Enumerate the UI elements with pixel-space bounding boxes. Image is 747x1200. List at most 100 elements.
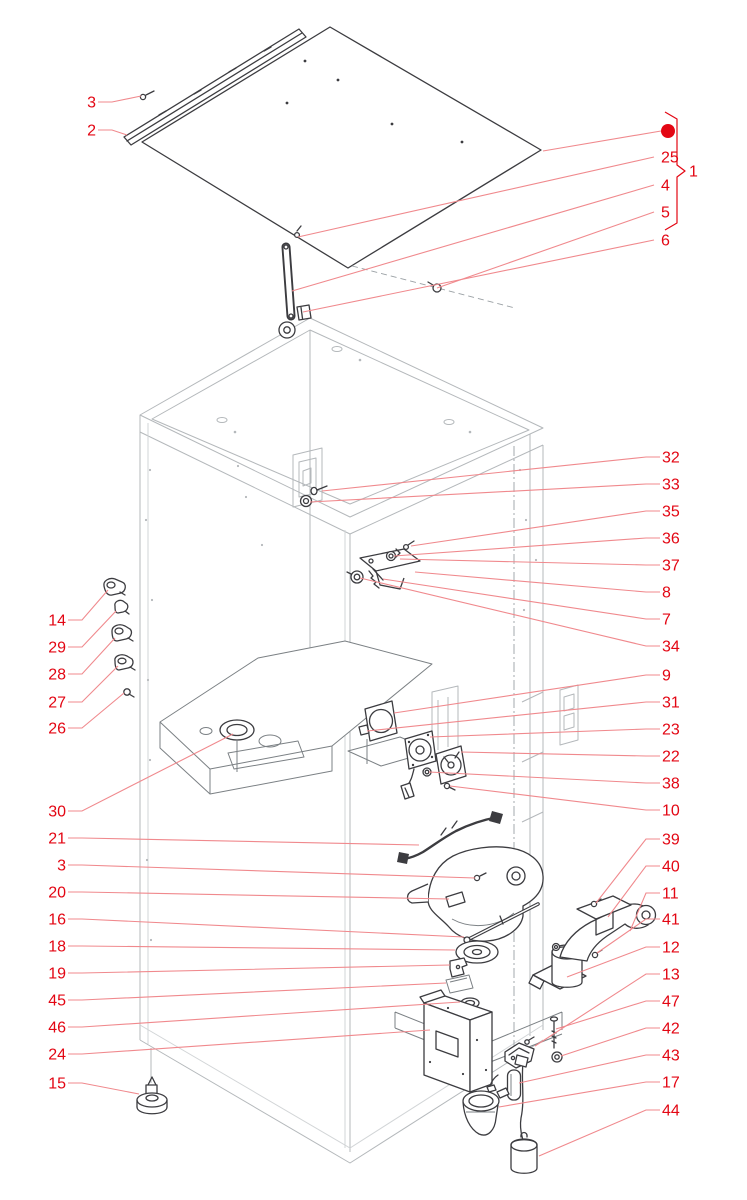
leader-line-43	[518, 1054, 660, 1084]
leader-line-35	[410, 510, 660, 547]
cabinet-body	[139, 317, 579, 1164]
callout-8: 8	[662, 585, 671, 602]
callout-7: 7	[662, 612, 671, 629]
panel-grommet	[299, 494, 313, 508]
arm-screw-upper	[590, 900, 598, 908]
callout-12: 12	[662, 940, 680, 957]
callout-20: 20	[48, 885, 66, 902]
callout-11: 11	[662, 886, 679, 903]
callout-24: 24	[48, 1047, 66, 1064]
leveling-foot	[136, 1076, 168, 1115]
bracket-screw	[402, 543, 410, 551]
callout-27: 27	[48, 695, 66, 712]
leader-line-46	[68, 1001, 461, 1028]
leader-line-10	[449, 785, 660, 811]
callout-42: 42	[662, 1021, 680, 1038]
leader-line-28	[68, 637, 116, 675]
callout-4: 4	[661, 178, 670, 195]
callout-45: 45	[48, 993, 66, 1010]
leader-line-29	[68, 610, 117, 648]
bracket-brace	[664, 111, 686, 231]
fan-screw	[443, 782, 451, 790]
shroud-screw	[473, 874, 481, 882]
leader-line-3-top	[98, 95, 142, 103]
leader-line-27	[68, 665, 119, 703]
long-screw	[549, 1016, 559, 1049]
chassis-box	[394, 989, 563, 1093]
leader-line-dot-1	[542, 130, 662, 152]
leader-line-39	[595, 838, 660, 904]
leader-line-44	[538, 1109, 660, 1157]
rail-screw	[139, 93, 147, 101]
dispenser-shroud	[406, 846, 544, 942]
spring	[368, 570, 380, 589]
callout-10: 10	[662, 803, 680, 820]
leader-lines	[68, 95, 662, 1157]
leader-line-33	[309, 483, 660, 503]
callout-40: 40	[662, 859, 680, 876]
float-weight	[510, 1131, 538, 1174]
float-cable	[519, 1062, 524, 1142]
callout-29: 29	[48, 640, 66, 657]
group-bracket-1: 1	[664, 111, 698, 231]
thermo-bracket-cluster	[299, 485, 421, 590]
leader-line-26	[68, 692, 125, 729]
leader-line-16	[68, 918, 465, 938]
callout-14: 14	[48, 613, 66, 630]
arm-screw-lower	[591, 951, 599, 959]
leader-line-30	[68, 733, 234, 812]
callout-2: 2	[87, 123, 96, 140]
leader-line-2	[98, 129, 128, 136]
callout-41: 41	[662, 912, 680, 929]
panel-screw	[310, 486, 318, 496]
fan-guard	[435, 745, 467, 785]
leader-line-37	[399, 558, 660, 566]
leader-line-9	[393, 674, 660, 714]
leader-line-36	[393, 537, 660, 557]
leader-line-5	[436, 211, 655, 289]
callout-3-top: 3	[87, 95, 96, 112]
spacer-sleeve	[506, 1069, 522, 1101]
leader-line-15	[68, 1082, 140, 1095]
leader-line-34	[359, 577, 660, 647]
leader-line-7	[382, 578, 660, 620]
callout-38: 38	[662, 776, 680, 793]
pump	[462, 1074, 510, 1136]
pump-and-float	[462, 1016, 563, 1174]
callout-31: 31	[662, 695, 680, 712]
fan-assembly	[347, 700, 467, 800]
callout-6: 6	[661, 233, 670, 250]
callout-13: 13	[662, 967, 680, 984]
callout-44: 44	[662, 1103, 680, 1120]
disc-pulley	[455, 940, 499, 964]
hinge-clip	[296, 304, 312, 321]
hinge-assembly	[278, 225, 516, 339]
callout-30: 30	[48, 804, 66, 821]
callout-32: 32	[662, 450, 680, 467]
callout-17: 17	[662, 1075, 680, 1092]
leader-line-14	[68, 589, 109, 621]
leader-line-45	[68, 982, 447, 1001]
micro-bracket	[449, 957, 468, 978]
hinge-pin	[293, 231, 301, 239]
leader-line-19	[68, 964, 451, 974]
leader-line-13	[534, 973, 660, 1047]
leader-line-18	[68, 945, 456, 951]
callout-43: 43	[662, 1048, 680, 1065]
callout-3-mid: 3	[57, 858, 66, 875]
leader-line-12	[566, 946, 660, 978]
leader-line-23	[429, 728, 660, 738]
callout-22: 22	[662, 749, 680, 766]
callout-dot-marker	[661, 124, 675, 138]
leader-line-32	[321, 456, 660, 492]
leader-line-21	[68, 837, 420, 846]
leader-line-42	[560, 1027, 660, 1057]
leader-line-47	[555, 1000, 660, 1030]
leader-line-8	[414, 571, 660, 593]
leader-line-3-mid	[68, 864, 476, 879]
wiring-harness	[397, 811, 503, 864]
deck-cap-30	[219, 719, 255, 772]
door-arm-assembly	[528, 895, 657, 990]
